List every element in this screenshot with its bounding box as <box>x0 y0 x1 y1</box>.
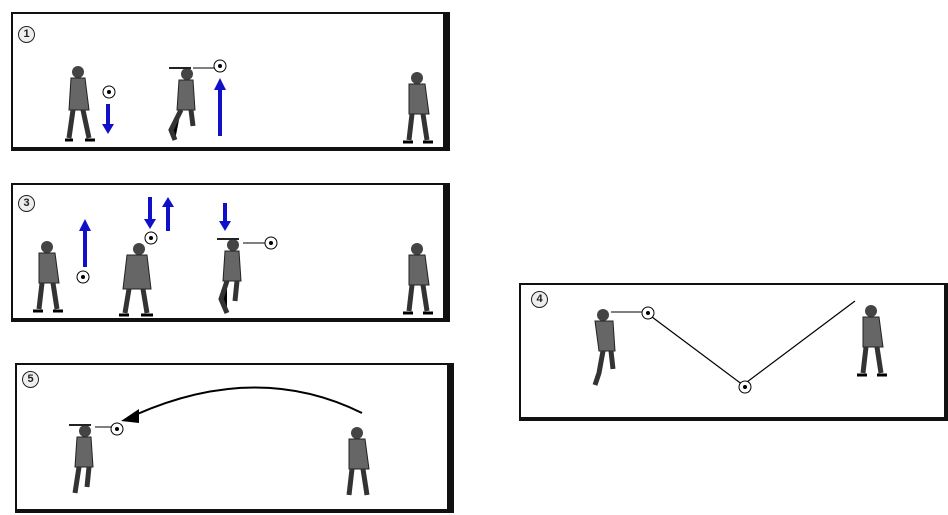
curved-arrow-icon <box>121 386 363 423</box>
player-icon <box>592 309 616 386</box>
panel-3-drawing <box>33 197 433 317</box>
arrow-up-icon <box>162 197 174 231</box>
player-icon <box>119 243 153 317</box>
ball-icon <box>76 270 90 284</box>
arrow-down-icon <box>219 203 231 231</box>
arrow-down-icon <box>102 104 114 134</box>
arrow-down-icon <box>144 197 156 229</box>
step-number: 1 <box>18 26 35 43</box>
drill-panel-5: 5 <box>15 363 454 513</box>
step-number: 3 <box>18 195 35 212</box>
arrow-up-icon <box>79 219 91 267</box>
ball-icon <box>641 306 655 320</box>
player-icon <box>65 66 95 142</box>
ball-icon <box>102 85 116 99</box>
drill-panel-3: 3 <box>11 183 450 322</box>
drill-panel-4: 4 <box>519 283 948 421</box>
player-icon <box>403 72 433 144</box>
player-icon <box>168 67 196 141</box>
pass-line-icon <box>651 300 856 386</box>
player-icon <box>857 305 887 377</box>
ball-icon <box>110 422 124 436</box>
panel-4-drawing <box>592 300 887 394</box>
ball-icon <box>738 380 752 394</box>
player-icon <box>346 427 370 496</box>
arrow-up-icon <box>214 78 226 136</box>
step-number: 5 <box>22 371 39 388</box>
player-icon <box>403 243 433 315</box>
player-icon <box>217 238 242 314</box>
step-number: 4 <box>531 291 548 308</box>
drill-panel-1: 1 <box>11 12 450 151</box>
ball-icon <box>144 231 158 245</box>
player-icon <box>69 424 94 494</box>
ball-icon <box>264 236 278 250</box>
panel-5-drawing <box>69 386 370 496</box>
panel-1-drawing <box>65 59 433 144</box>
player-icon <box>33 241 63 313</box>
ball-icon <box>213 59 227 73</box>
